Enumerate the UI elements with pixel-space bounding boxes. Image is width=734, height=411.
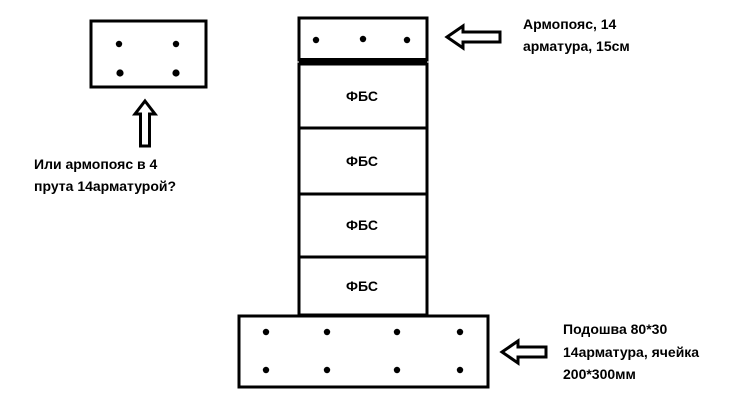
rebar-dot bbox=[172, 40, 180, 48]
rebar-dot bbox=[323, 328, 331, 336]
fbs-label: ФБС bbox=[346, 278, 378, 294]
fbs-label: ФБС bbox=[346, 217, 378, 233]
rebar-dot bbox=[323, 366, 331, 374]
rebar-dot bbox=[262, 366, 270, 374]
rebar-dot bbox=[262, 328, 270, 336]
fbs-label: ФБС bbox=[346, 153, 378, 169]
left-arrow-icon bbox=[499, 338, 548, 366]
rebar-dot bbox=[456, 366, 464, 374]
left-arrow-icon bbox=[444, 23, 502, 51]
footing-annotation-line1: Подошва 80*30 bbox=[563, 321, 668, 337]
rebar-dot bbox=[403, 36, 411, 44]
footing-annotation-line3: 200*300мм bbox=[563, 366, 636, 382]
footing bbox=[237, 314, 490, 389]
rebar-dot bbox=[172, 69, 180, 77]
footing-annotation-line2: 14арматура, ячейка bbox=[563, 344, 700, 360]
rebar-dot bbox=[359, 35, 367, 43]
question-annotation-line2: прута 14арматурой? bbox=[34, 178, 177, 194]
question-annotation-line1: Или армопояс в 4 bbox=[34, 156, 158, 172]
rebar-dot bbox=[393, 328, 401, 336]
ring-beam-annotation-line2: арматура, 15см bbox=[523, 38, 630, 54]
rebar-dot bbox=[312, 36, 320, 44]
fbs-label: ФБС bbox=[346, 88, 378, 104]
alt-ring-beam-section bbox=[89, 19, 208, 89]
up-arrow-icon bbox=[131, 98, 159, 148]
ring-beam-bottom-edge bbox=[299, 58, 427, 64]
rebar-dot bbox=[393, 366, 401, 374]
rebar-dot bbox=[116, 69, 124, 77]
rebar-dot bbox=[456, 328, 464, 336]
ring-beam-annotation-line1: Армопояс, 14 bbox=[523, 16, 617, 32]
rebar-dot bbox=[115, 40, 123, 48]
